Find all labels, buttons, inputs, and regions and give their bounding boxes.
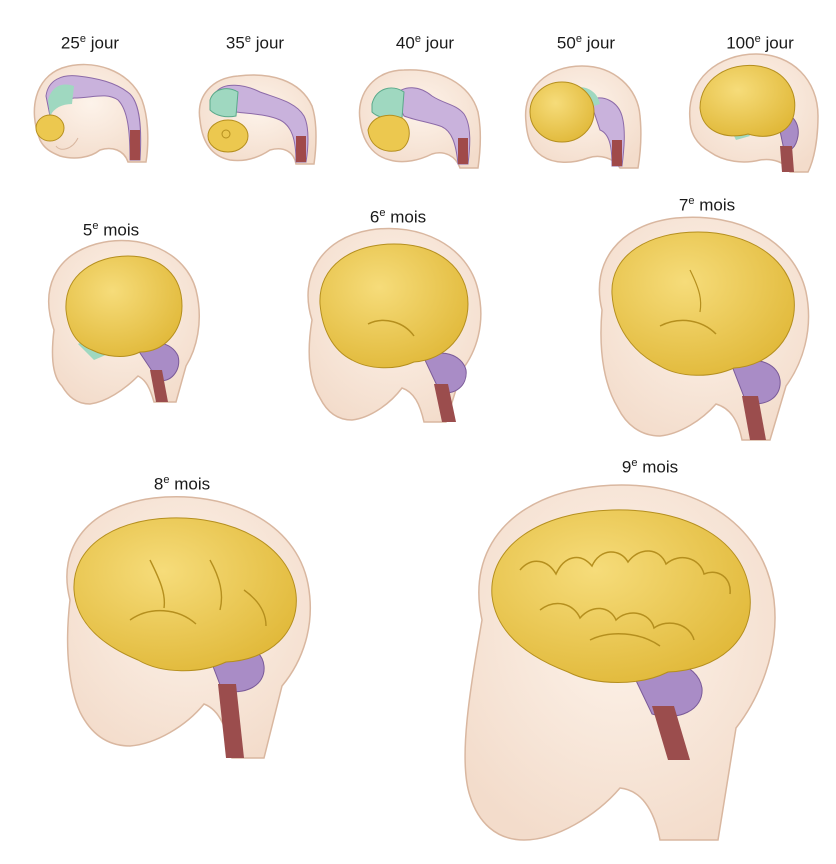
label-8-mois: 8e mois xyxy=(153,474,211,494)
fetus-9-mois xyxy=(464,484,776,841)
embryo-100-jour xyxy=(689,53,819,173)
label-40-jour: 40e jour xyxy=(395,33,455,53)
label-100-jour: 100e jour xyxy=(726,33,794,53)
label-5-mois: 5e mois xyxy=(82,220,140,240)
label-6-mois: 6e mois xyxy=(369,207,427,227)
label-7-mois: 7e mois xyxy=(678,195,736,215)
fetus-5-mois xyxy=(48,239,200,405)
label-25-jour: 25e jour xyxy=(60,33,120,53)
label-9-mois: 9e mois xyxy=(621,457,679,477)
fetus-7-mois xyxy=(598,216,810,441)
embryo-35-jour xyxy=(198,74,317,165)
embryo-50-jour xyxy=(524,65,642,169)
fetus-6-mois xyxy=(307,227,482,423)
embryo-25-jour xyxy=(33,63,149,163)
label-35-jour: 35e jour xyxy=(225,33,285,53)
label-50-jour: 50e jour xyxy=(556,33,616,53)
fetus-8-mois xyxy=(66,496,312,759)
embryo-40-jour xyxy=(358,69,482,169)
